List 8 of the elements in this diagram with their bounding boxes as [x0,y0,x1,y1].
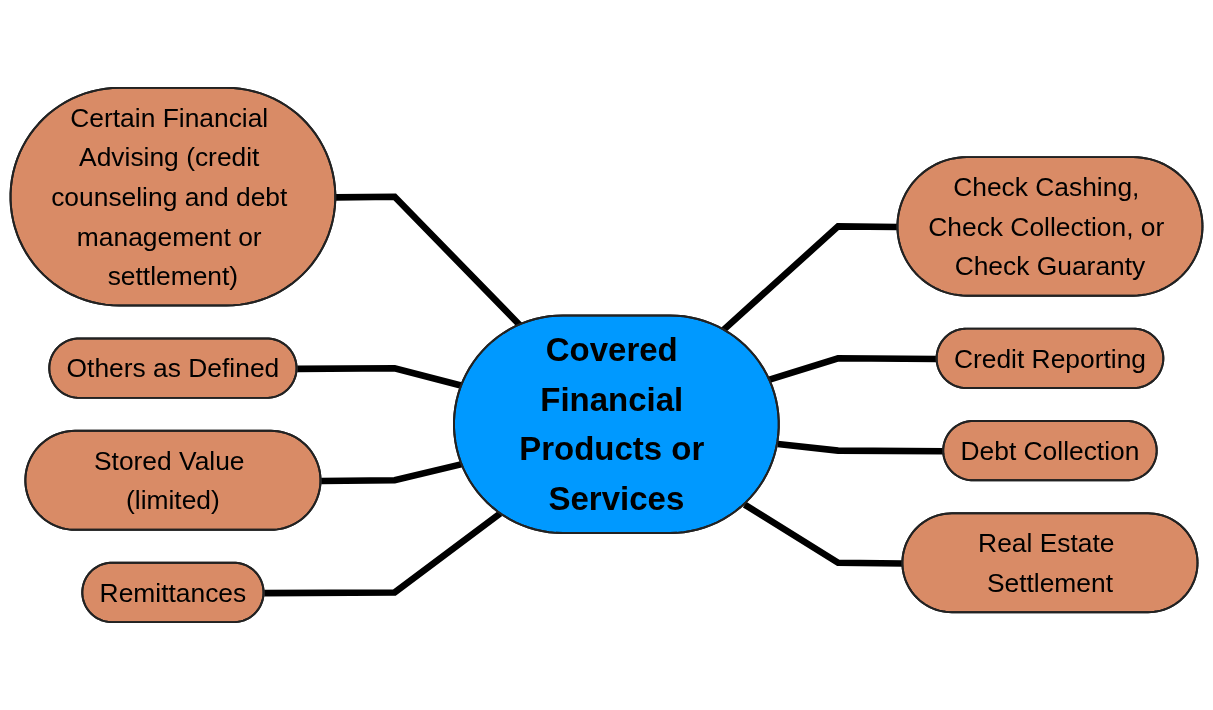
connector [777,440,944,455]
connector [297,364,463,389]
connector [335,193,523,328]
connector [742,501,904,567]
connector [721,223,899,333]
connector [768,355,938,383]
connector [321,460,463,485]
connector [264,510,503,597]
